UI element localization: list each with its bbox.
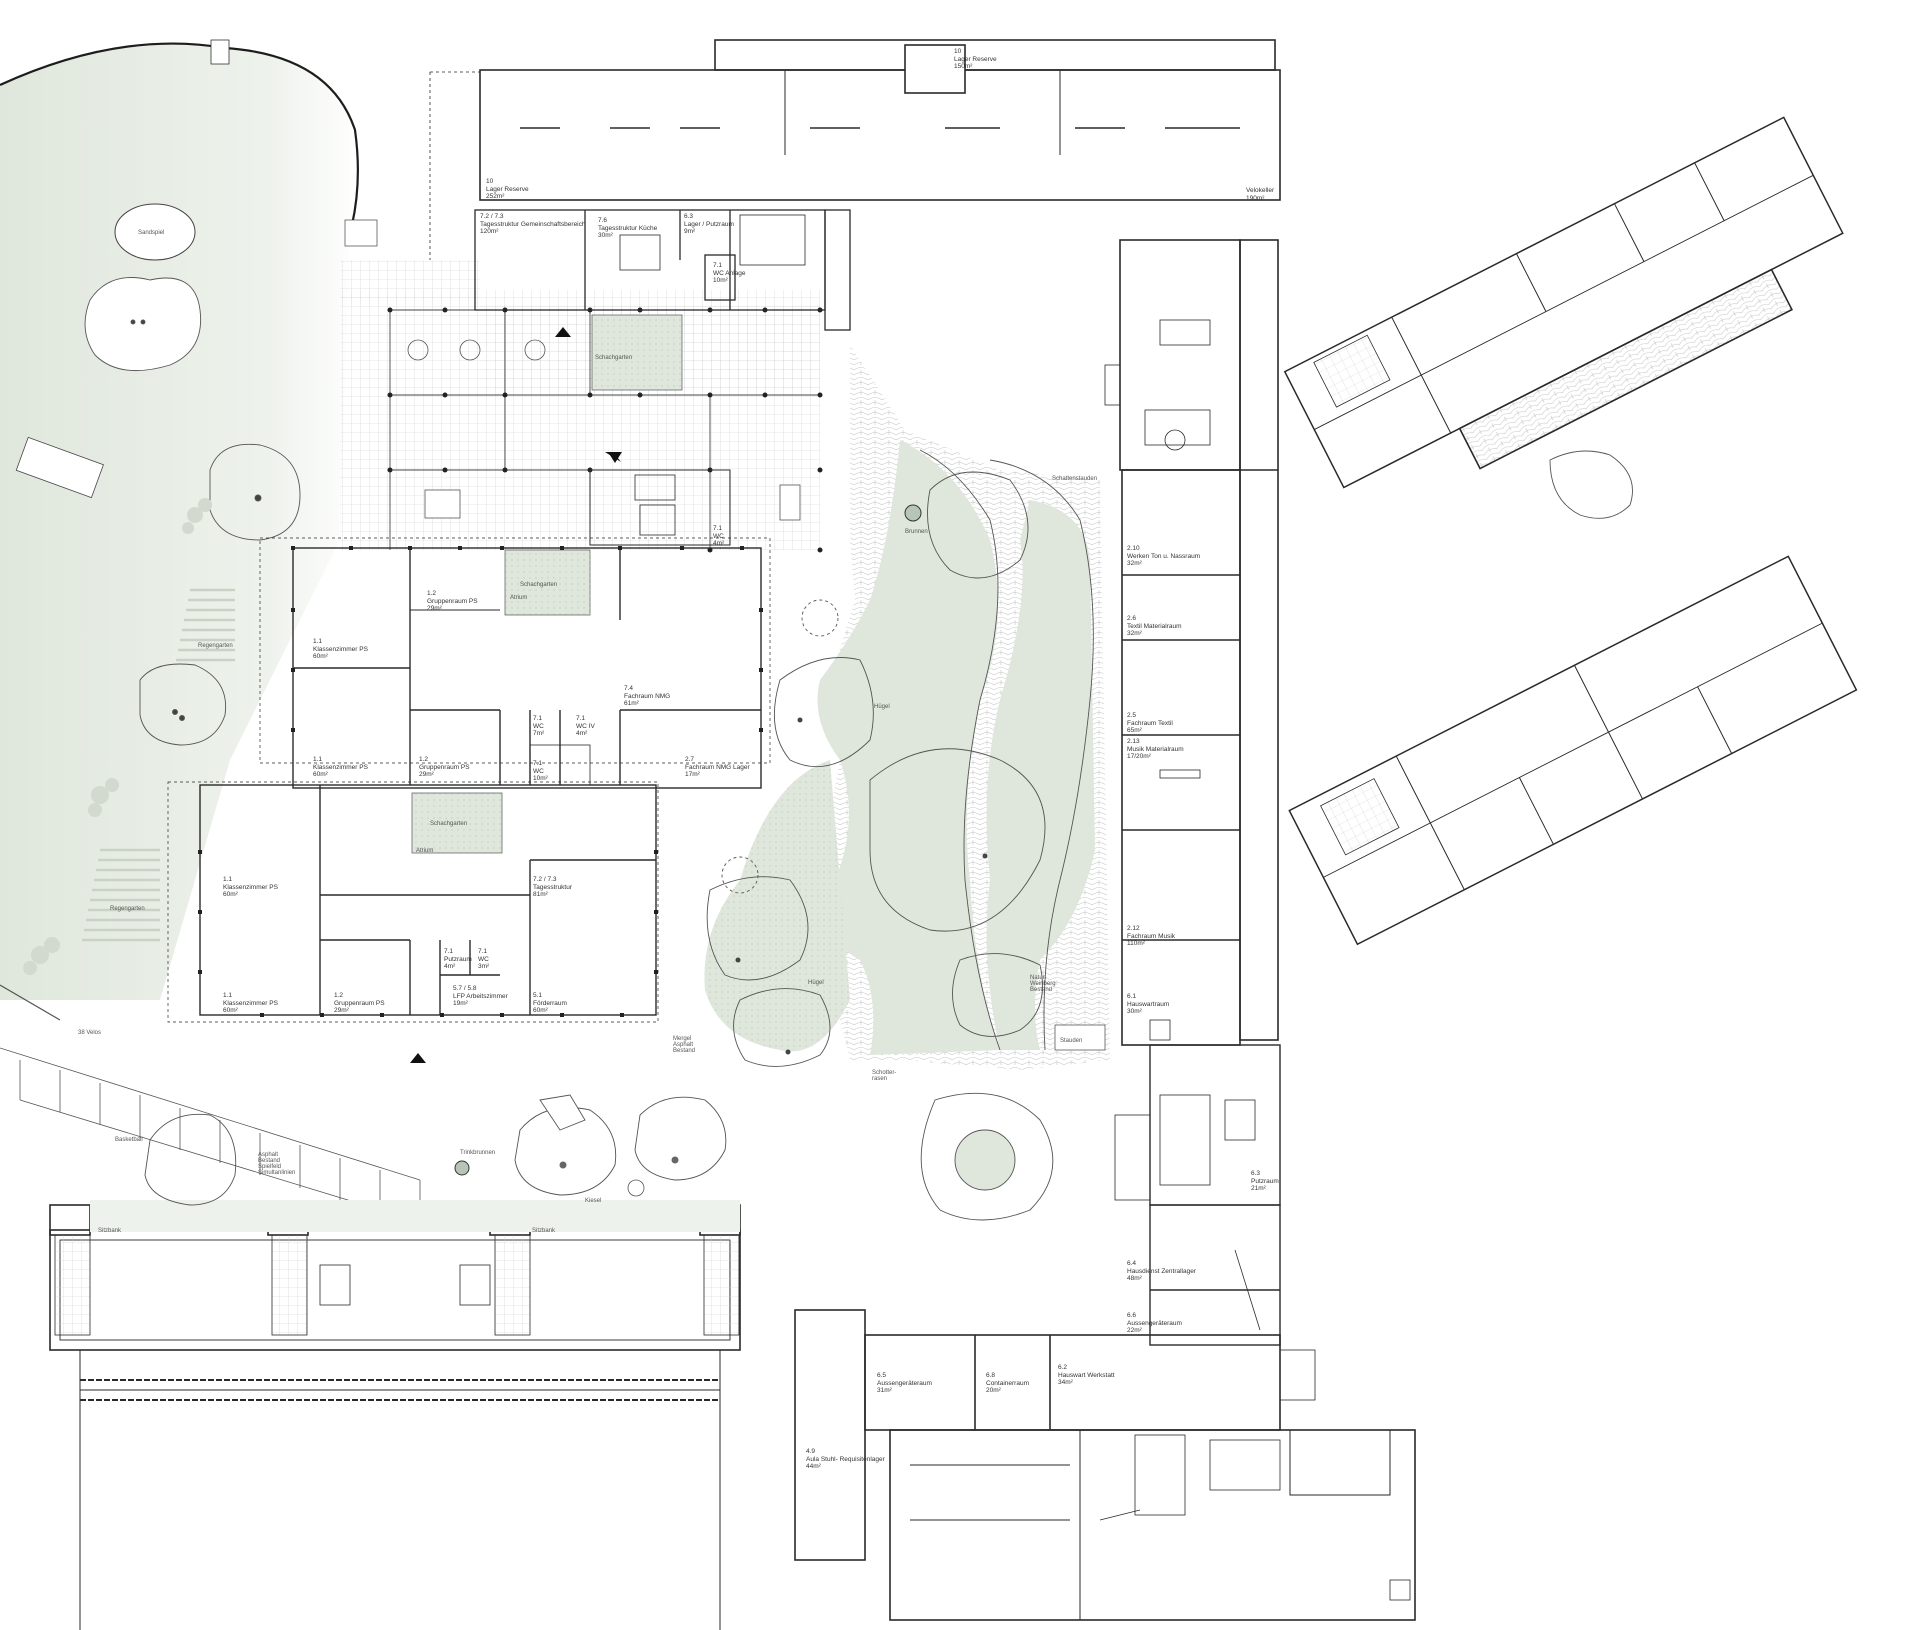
tag-sandspiel: Sandspiel [138,230,165,236]
tag-sitzbank: Sitzbank [532,1228,556,1234]
trees-south [144,1094,727,1206]
tag-schachgarten: Schachgarten [430,821,468,827]
tag-kiesel: Kiesel [585,1198,602,1204]
east-long-building [1104,239,1279,1046]
north-community-block [474,209,851,546]
tag-regengarten: Regengarten [110,906,145,912]
trinkbrunnen-icon [454,1160,470,1176]
tag-velos: 38 Velos [78,1030,102,1036]
tag-stauden: Stauden [1060,1038,1083,1044]
shrubs-west [23,498,212,975]
tag-atrium: Atrium [510,595,528,601]
sport-hall-forecourt [90,1200,740,1232]
south-service-building [794,1309,1416,1621]
tag-huegel: Hügel [874,704,890,710]
ne-wing [1283,116,1844,489]
tag-brunnen: Brunnen [905,529,928,535]
bike-parking [0,984,421,1223]
tag-trinkbrunnen: Trinkbrunnen [460,1150,496,1156]
tag-natur: Natur- Weinberg Bestand [1030,975,1056,993]
tag-mergel: Mergel Asphalt Bestand [673,1036,696,1054]
tag-basketball: Basketball [115,1137,143,1143]
tag-schachgarten: Schachgarten [520,582,558,588]
ne-wing-lower-trees [1549,450,1633,519]
se-wing [1288,555,1858,946]
classroom-columns [198,546,763,1017]
tag-schotter: Schotter- rasen [872,1070,897,1082]
east-service-block [1114,1044,1281,1346]
tree-trunk [559,1161,567,1169]
tree-trunk [671,1156,679,1164]
tag-regengarten: Regengarten [198,643,233,649]
kiesel-icon [627,1179,645,1197]
west-lawn [0,39,378,1000]
tag-schachgarten: Schachgarten [595,355,633,361]
central-garden [704,345,1110,1221]
tag-asphalt: Asphalt Bestand Spielfeld Simultanlinien [258,1152,296,1176]
sport-hall-building [49,1204,741,1630]
trees-west [84,277,301,746]
tag-sitzbank: Sitzbank [98,1228,122,1234]
tag-huegel: Hügel [808,980,824,986]
tag-atrium: Atrium [416,848,434,854]
regengarten-stripes [82,588,235,942]
tag-schattenstauden: Schattenstauden [1052,476,1098,482]
north-storage-building [429,39,1281,260]
courtyard-grid [340,260,823,1063]
